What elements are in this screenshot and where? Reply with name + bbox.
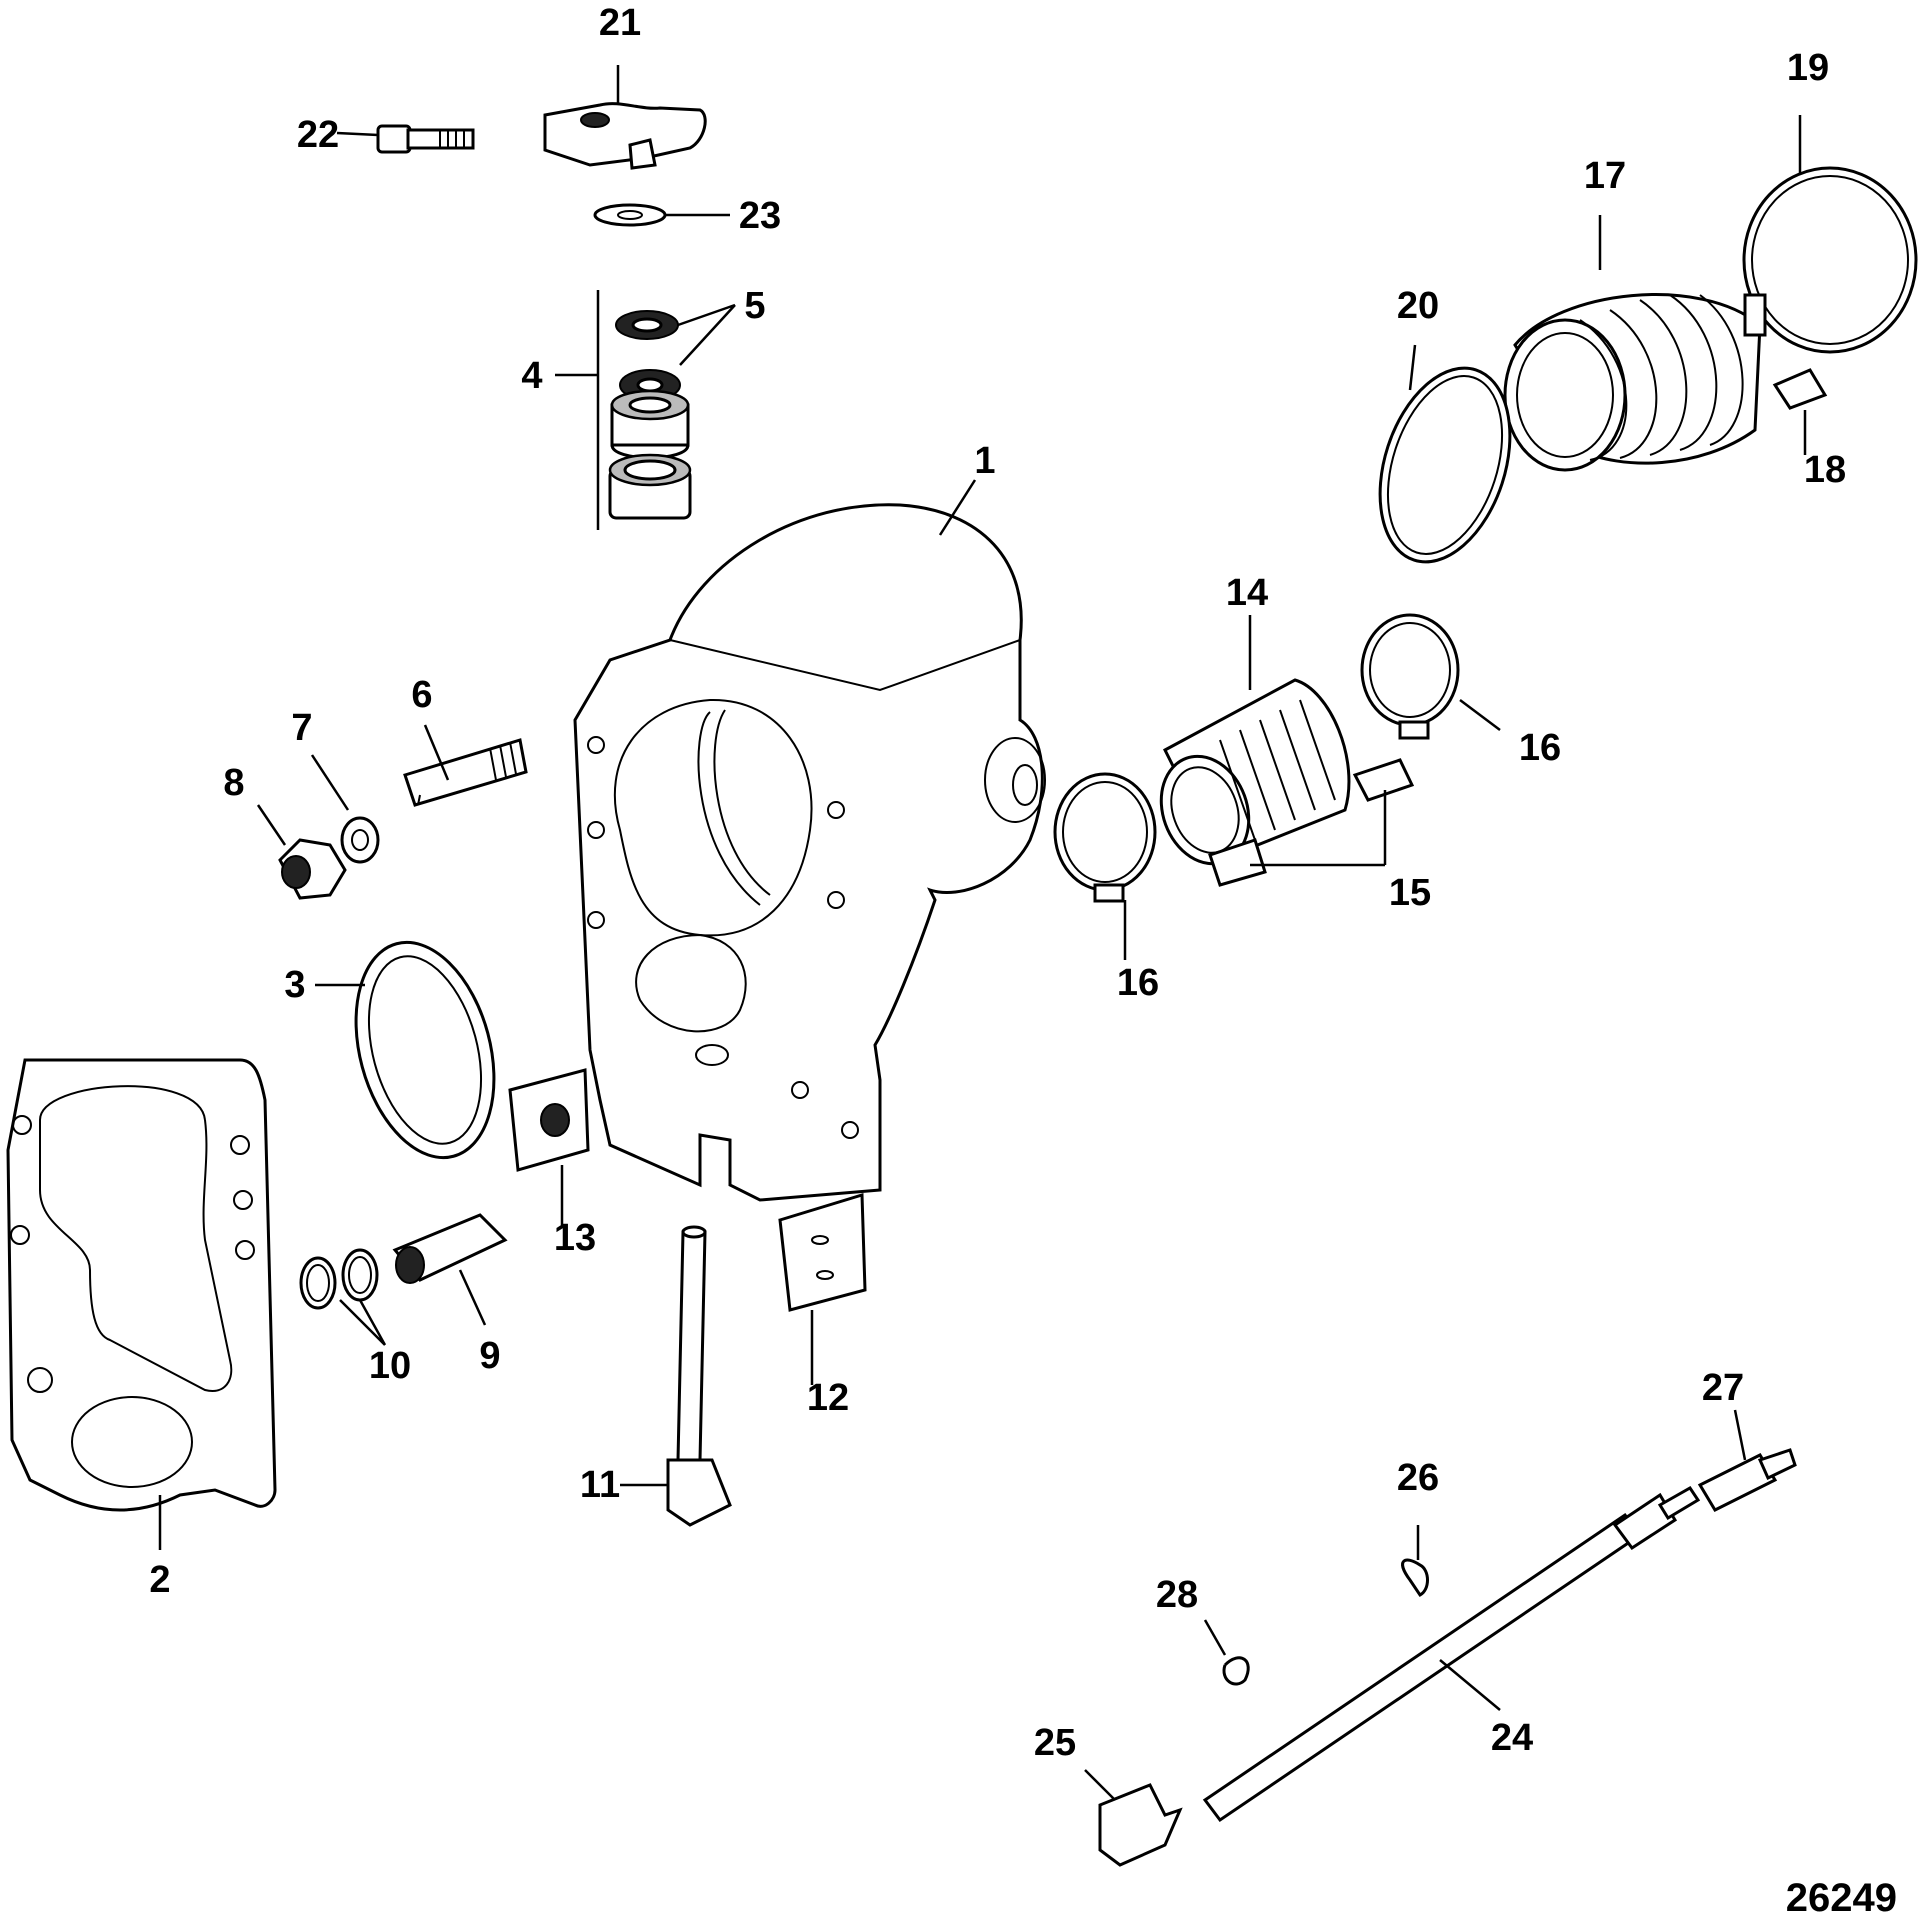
callout-21: 21 bbox=[599, 2, 641, 44]
part-8-nut bbox=[278, 838, 347, 900]
callout-19: 19 bbox=[1787, 47, 1829, 89]
callout-10: 10 bbox=[369, 1345, 411, 1387]
part-21-lever bbox=[543, 102, 707, 170]
callout-15: 15 bbox=[1389, 872, 1431, 914]
callout-12: 12 bbox=[807, 1377, 849, 1419]
callout-7: 7 bbox=[291, 707, 312, 749]
figure-number: 26249 bbox=[1785, 1876, 1897, 1920]
callout-20: 20 bbox=[1397, 285, 1439, 327]
callout-22: 22 bbox=[297, 114, 339, 156]
part-9-fitting bbox=[392, 1213, 508, 1284]
part-20-ring bbox=[1378, 366, 1512, 564]
part-22-bolt bbox=[376, 124, 475, 154]
part-23-washer bbox=[593, 203, 667, 227]
callout-1: 1 bbox=[974, 440, 995, 482]
part-13-tag bbox=[508, 1068, 590, 1172]
callout-28: 28 bbox=[1156, 1574, 1198, 1616]
callout-16-upper: 16 bbox=[1519, 727, 1561, 769]
callout-3: 3 bbox=[284, 964, 305, 1006]
callout-13: 13 bbox=[554, 1217, 596, 1259]
part-15-tabs bbox=[1208, 758, 1415, 887]
part-28-snap-ring bbox=[1222, 1656, 1250, 1686]
callout-24: 24 bbox=[1491, 1717, 1533, 1759]
part-16-clamp-lower bbox=[1053, 772, 1157, 903]
callout-25: 25 bbox=[1034, 1722, 1076, 1764]
part-2-gasket bbox=[6, 1058, 277, 1512]
part-17-exhaust-bellows bbox=[1503, 293, 1762, 472]
callout-8: 8 bbox=[223, 762, 244, 804]
part-6-stud bbox=[403, 738, 528, 807]
part-10-o-rings bbox=[299, 1248, 379, 1310]
callout-27: 27 bbox=[1702, 1367, 1744, 1409]
callout-14: 14 bbox=[1226, 572, 1268, 614]
part-14-shift-bellows bbox=[1159, 678, 1351, 866]
part-25-cable-end bbox=[1098, 1783, 1183, 1867]
part-24-shaft bbox=[1202, 1486, 1701, 1823]
callout-11: 11 bbox=[580, 1464, 620, 1506]
part-18-tab bbox=[1772, 368, 1828, 410]
part-11-pin bbox=[666, 1225, 732, 1527]
callout-4: 4 bbox=[521, 355, 542, 397]
part-1-housing bbox=[573, 503, 1046, 1202]
callout-5: 5 bbox=[744, 285, 765, 327]
callout-18: 18 bbox=[1804, 449, 1846, 491]
part-4-bearing-set bbox=[596, 290, 692, 530]
part-26-clip bbox=[1401, 1558, 1429, 1597]
leader-lines bbox=[158, 65, 1807, 1801]
callout-2: 2 bbox=[149, 1559, 170, 1601]
callout-9: 9 bbox=[479, 1335, 500, 1377]
callout-26: 26 bbox=[1397, 1457, 1439, 1499]
callout-6: 6 bbox=[411, 674, 432, 716]
part-12-plate bbox=[778, 1192, 867, 1312]
callout-labels: 1 2 3 4 5 6 7 8 9 10 11 12 13 14 15 16 1… bbox=[149, 2, 1846, 1764]
callout-23: 23 bbox=[739, 195, 781, 237]
part-19-large-clamp bbox=[1742, 166, 1918, 354]
callout-17: 17 bbox=[1584, 155, 1626, 197]
part-27-fitting bbox=[1697, 1448, 1797, 1512]
part-16-clamp-upper bbox=[1360, 613, 1460, 740]
part-3-seal-ring bbox=[354, 940, 496, 1160]
callout-16-lower: 16 bbox=[1117, 962, 1159, 1004]
part-7-washer bbox=[340, 816, 380, 864]
